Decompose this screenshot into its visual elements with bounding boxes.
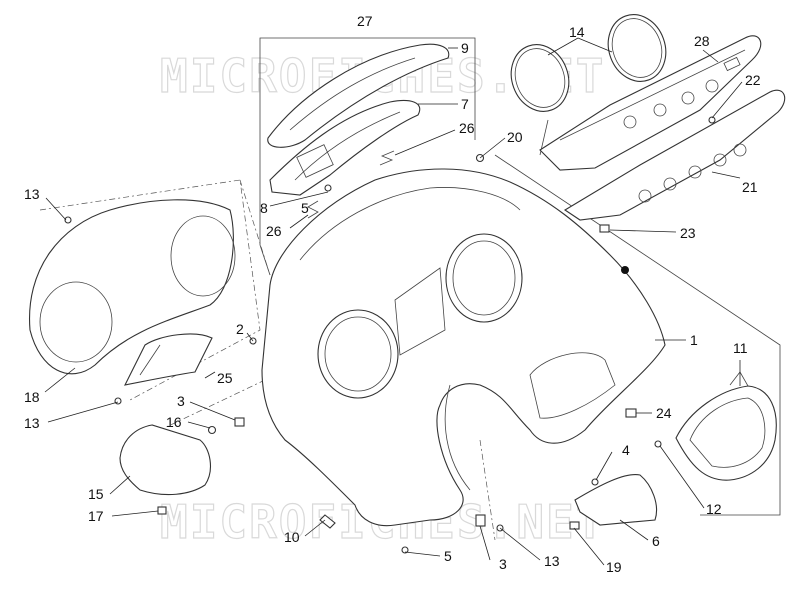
- label-part-8: 8: [260, 200, 268, 216]
- label-part-9: 9: [461, 40, 469, 56]
- label-part-16: 16: [166, 414, 182, 430]
- part-number-labels: 27 9 7 26 20 8 5 26 14 28 22 21 23 13 2 …: [24, 13, 761, 575]
- label-part-23: 23: [680, 225, 696, 241]
- small-fasteners: [64, 216, 662, 554]
- dashboard-housing-part1: [261, 168, 666, 527]
- label-part-26-lower: 26: [266, 223, 282, 239]
- label-part-5-lower: 5: [444, 548, 452, 564]
- cover-part15: [119, 424, 211, 496]
- label-part-27: 27: [357, 13, 373, 29]
- clip-part23: [599, 224, 610, 233]
- label-part-13-top: 13: [24, 186, 40, 202]
- label-part-19: 19: [606, 559, 622, 575]
- gauge-ring-part14: [510, 14, 667, 112]
- label-part-5-upper: 5: [301, 200, 309, 216]
- label-part-20: 20: [507, 129, 523, 145]
- label-part-17: 17: [88, 508, 104, 524]
- label-part-7: 7: [461, 96, 469, 112]
- label-part-24: 24: [656, 405, 672, 421]
- label-part-14: 14: [569, 24, 585, 40]
- label-part-6: 6: [652, 533, 660, 549]
- label-part-28: 28: [694, 33, 710, 49]
- label-part-1: 1: [690, 332, 698, 348]
- display-unit-part11: [675, 371, 777, 481]
- leader-lines: [44, 37, 743, 566]
- switch-panel-part28: [539, 35, 762, 171]
- label-part-13-bottom: 13: [544, 553, 560, 569]
- label-part-22: 22: [745, 72, 761, 88]
- switch-panel-part21: [563, 89, 786, 221]
- label-part-25: 25: [217, 370, 233, 386]
- bracket-part25: [124, 333, 213, 386]
- label-part-12: 12: [706, 501, 722, 517]
- label-part-3-left: 3: [177, 393, 185, 409]
- upper-trim-strip-part9: [267, 43, 450, 148]
- label-part-11: 11: [733, 340, 748, 356]
- reference-dot: [621, 266, 629, 274]
- label-part-18: 18: [24, 389, 40, 405]
- instrument-cluster-part18: [28, 199, 236, 375]
- label-part-26-upper: 26: [459, 120, 475, 136]
- label-part-10: 10: [284, 529, 300, 545]
- spring-clip-part26: [307, 150, 395, 219]
- cover-plate-part6: [574, 474, 658, 526]
- label-part-15: 15: [88, 486, 104, 502]
- label-part-4: 4: [622, 442, 630, 458]
- label-part-2: 2: [236, 321, 244, 337]
- inner-trim-part7: [269, 99, 421, 196]
- label-part-21: 21: [742, 179, 758, 195]
- label-part-13-middle: 13: [24, 415, 40, 431]
- label-part-3-bottom: 3: [499, 556, 507, 572]
- screw-part8: [324, 184, 332, 192]
